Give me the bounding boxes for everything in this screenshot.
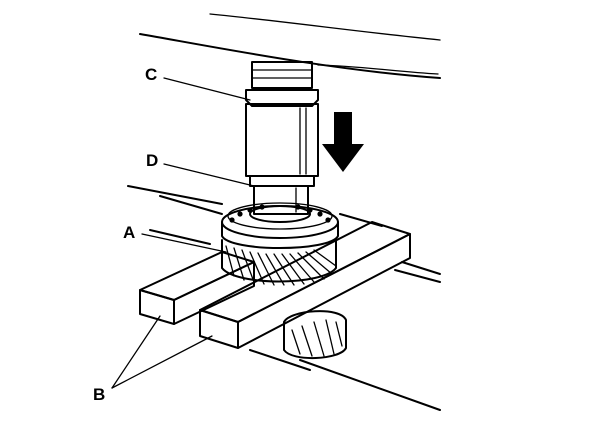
leader-lines	[111, 77, 255, 389]
label-b: B	[93, 385, 105, 404]
label-c: C	[145, 65, 157, 84]
support-block-left	[139, 251, 255, 325]
helical-gear	[221, 239, 337, 286]
bearing	[221, 202, 339, 249]
label-a: A	[123, 223, 135, 242]
lower-gear	[283, 310, 347, 360]
press-attachment	[253, 185, 309, 215]
arrow-down-icon	[322, 112, 364, 172]
press-table	[127, 185, 441, 411]
press-body	[139, 13, 441, 79]
press-shaft	[245, 61, 319, 187]
label-d: D	[146, 151, 158, 170]
support-block-right	[199, 221, 411, 349]
